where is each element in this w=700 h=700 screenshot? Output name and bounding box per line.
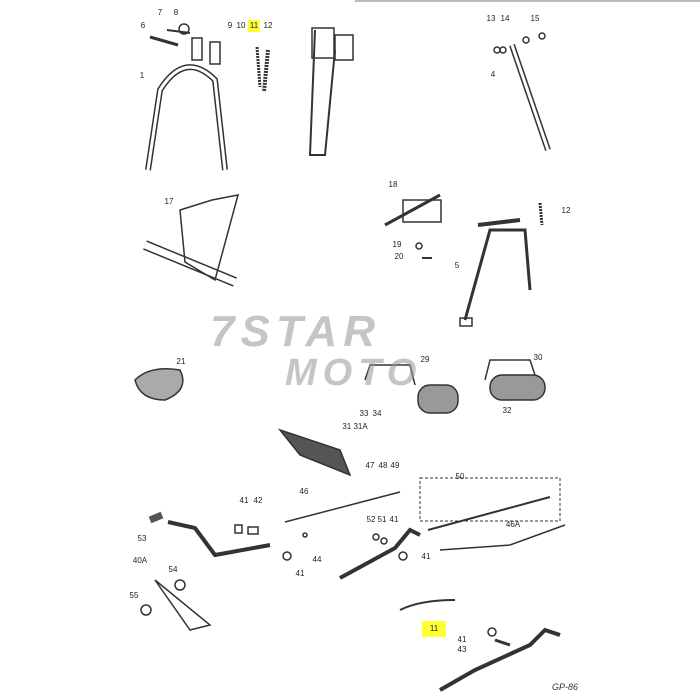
part-label: 47: [365, 461, 375, 470]
part-label: 14: [500, 14, 510, 23]
part-label: 31 31A: [342, 422, 368, 431]
part-label: 43: [457, 645, 467, 654]
signature: GP-86: [552, 682, 579, 692]
part-label: 52: [366, 515, 376, 524]
part-label: 48: [378, 461, 388, 470]
part-label: 9: [227, 21, 233, 30]
part-label: 46A: [505, 520, 521, 529]
part-label: 40A: [132, 556, 148, 565]
part-label: 41: [389, 515, 399, 524]
part-label: 41: [239, 496, 249, 505]
part-label: 21: [176, 357, 186, 366]
part-label: 30: [533, 353, 543, 362]
watermark-logo: 7STAR: [210, 307, 381, 356]
part-label: 44: [312, 555, 322, 564]
part-label: 46: [299, 487, 309, 496]
part-label: 5: [454, 261, 460, 270]
part-label: 10: [236, 21, 246, 30]
watermark-logo-sub: MOTO: [285, 352, 423, 394]
part-label-highlighted: 11: [421, 621, 447, 637]
part-label: 51: [377, 515, 387, 524]
part-label: 12: [263, 21, 273, 30]
part-label: 54: [168, 565, 178, 574]
part-label: 50: [455, 472, 465, 481]
part-label: 4: [490, 70, 496, 79]
part-label: 18: [388, 180, 398, 189]
part-label: 17: [164, 197, 174, 206]
part-label: 34: [372, 409, 382, 418]
part-label: 7: [157, 8, 163, 17]
part-label: 13: [486, 14, 496, 23]
part-label: 8: [173, 8, 179, 17]
part-label: 32: [502, 406, 512, 415]
part-label: 41: [295, 569, 305, 578]
part-label: 42: [253, 496, 263, 505]
part-label: 15: [530, 14, 540, 23]
part-label: 1: [139, 71, 145, 80]
part-label: 41: [421, 552, 431, 561]
part-label: 12: [561, 206, 571, 215]
part-label: 53: [137, 534, 147, 543]
part-label-highlighted: 11: [247, 20, 261, 32]
part-label: 19: [392, 240, 402, 249]
part-label: 41: [457, 635, 467, 644]
part-label: 6: [140, 21, 146, 30]
part-label: 33: [359, 409, 369, 418]
part-label: 29: [420, 355, 430, 364]
top-border: [355, 0, 700, 2]
part-label: 55: [129, 591, 139, 600]
part-label: 49: [390, 461, 400, 470]
part-label: 20: [394, 252, 404, 261]
